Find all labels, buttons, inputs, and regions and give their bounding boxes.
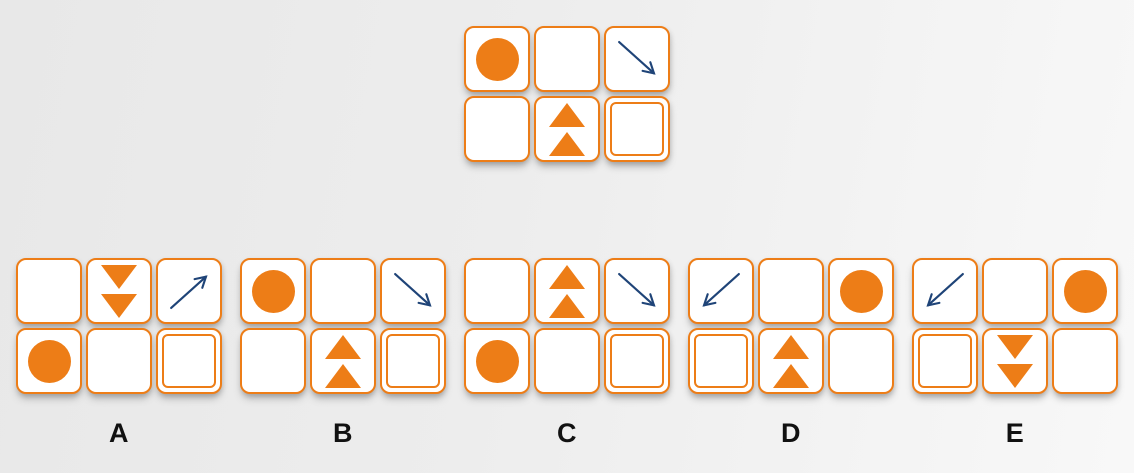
cell-inner-box [156, 328, 222, 394]
arrow-up-right-icon [164, 266, 214, 316]
cell-blank [828, 328, 894, 394]
option-e-label: E [1005, 418, 1025, 448]
option-e[interactable]: E [912, 258, 1118, 447]
arrow-down-right-icon [612, 34, 662, 84]
cell-triangles-down [982, 328, 1048, 394]
cell-circle [828, 258, 894, 324]
circle-icon [475, 339, 519, 383]
circle-icon [1063, 269, 1107, 313]
cell-blank [464, 258, 530, 324]
option-d-figure [688, 258, 894, 394]
options-row: A B C D E [0, 258, 1134, 447]
cell-blank [534, 328, 600, 394]
option-e-figure [912, 258, 1118, 394]
cell-blank [464, 96, 530, 162]
option-d-label: D [781, 418, 801, 448]
cell-arrow-down-left [912, 258, 978, 324]
option-b-figure [240, 258, 446, 394]
cell-circle [1052, 258, 1118, 324]
option-b-label: B [333, 418, 353, 448]
cell-triangles-up [758, 328, 824, 394]
cell-inner-box [604, 96, 670, 162]
cell-arrow-down-right [380, 258, 446, 324]
circle-icon [27, 339, 71, 383]
option-d[interactable]: D [688, 258, 894, 447]
circle-icon [251, 269, 295, 313]
cell-arrow-down-right [604, 26, 670, 92]
arrow-down-right-icon [612, 266, 662, 316]
cell-arrow-down-left [688, 258, 754, 324]
cell-circle [16, 328, 82, 394]
double-triangle-up-icon [773, 334, 809, 388]
option-a[interactable]: A [16, 258, 222, 447]
cell-blank [758, 258, 824, 324]
cell-circle [464, 328, 530, 394]
cell-triangles-up [310, 328, 376, 394]
cell-blank [16, 258, 82, 324]
cell-inner-box [912, 328, 978, 394]
cell-inner-box [688, 328, 754, 394]
arrow-down-left-icon [696, 266, 746, 316]
double-triangle-down-icon [997, 334, 1033, 388]
cell-blank [534, 26, 600, 92]
cell-arrow-up-right [156, 258, 222, 324]
cell-blank [310, 258, 376, 324]
cell-blank [1052, 328, 1118, 394]
cell-inner-box [604, 328, 670, 394]
option-c[interactable]: C [464, 258, 670, 447]
option-b[interactable]: B [240, 258, 446, 447]
cell-circle [240, 258, 306, 324]
option-a-label: A [109, 418, 129, 448]
arrow-down-left-icon [920, 266, 970, 316]
option-c-figure [464, 258, 670, 394]
arrow-down-right-icon [388, 266, 438, 316]
cell-triangles-down [86, 258, 152, 324]
circle-icon [475, 37, 519, 81]
cell-blank [982, 258, 1048, 324]
double-triangle-up-icon [549, 264, 585, 318]
cell-blank [240, 328, 306, 394]
question-figure [464, 26, 670, 162]
double-triangle-up-icon [325, 334, 361, 388]
cell-triangles-up [534, 96, 600, 162]
cell-inner-box [380, 328, 446, 394]
cell-triangles-up [534, 258, 600, 324]
cell-circle [464, 26, 530, 92]
option-a-figure [16, 258, 222, 394]
circle-icon [839, 269, 883, 313]
cell-blank [86, 328, 152, 394]
double-triangle-down-icon [101, 264, 137, 318]
cell-arrow-down-right [604, 258, 670, 324]
option-c-label: C [557, 418, 577, 448]
double-triangle-up-icon [549, 102, 585, 156]
